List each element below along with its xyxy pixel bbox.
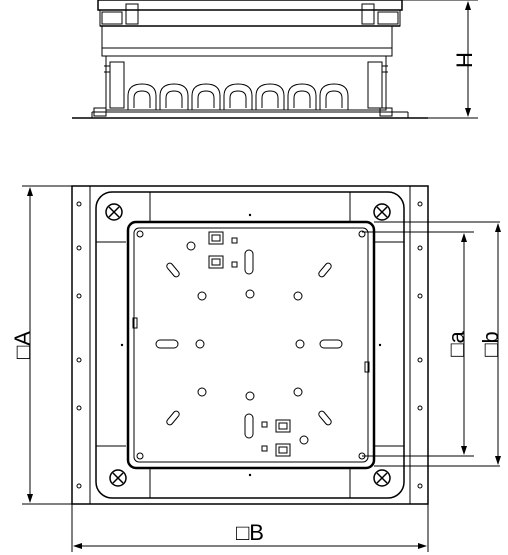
height-label: H bbox=[452, 52, 477, 68]
inner-a-label: □a bbox=[444, 330, 469, 356]
base-holes bbox=[195, 289, 305, 401]
corner-screws bbox=[105, 203, 391, 487]
cable-entries bbox=[127, 83, 349, 110]
side-view: H bbox=[72, 0, 478, 119]
top-view: □A □a □b □B bbox=[10, 185, 503, 552]
plate-holes bbox=[76, 201, 423, 489]
earth-terminals bbox=[186, 231, 309, 457]
outer-a-label: □A bbox=[10, 331, 35, 359]
inner-b-label: □b bbox=[478, 331, 503, 357]
outer-b-label: □B bbox=[236, 520, 264, 545]
base-slots bbox=[155, 249, 343, 439]
